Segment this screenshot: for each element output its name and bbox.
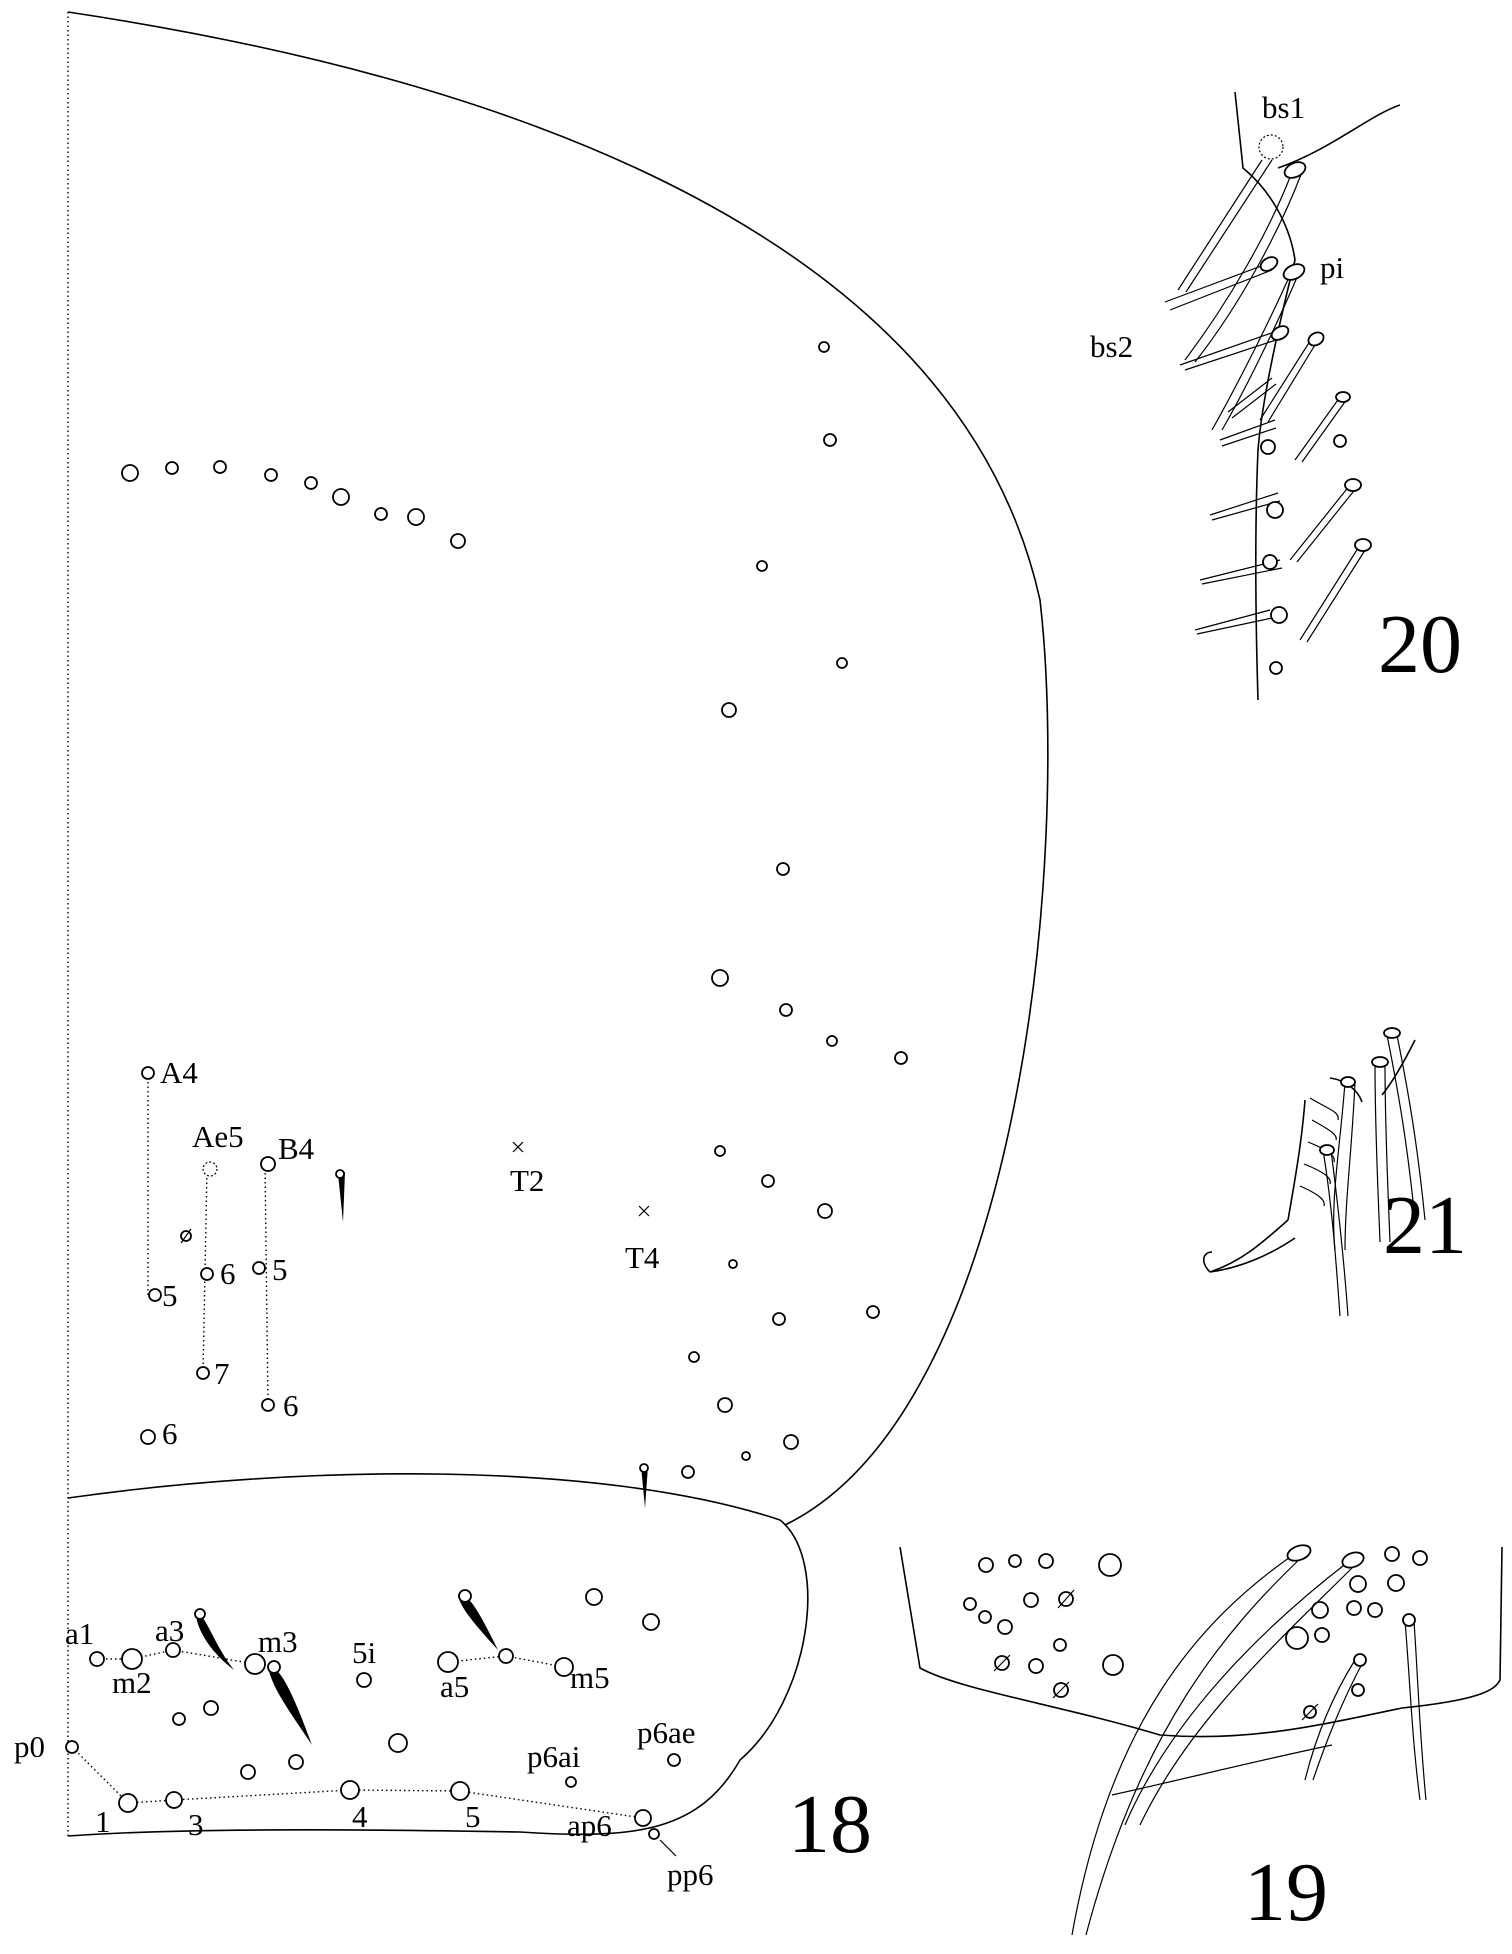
- trichobothrium-T4: [638, 1205, 650, 1217]
- macrochaeta-p: [268, 1666, 312, 1745]
- chaeta-macro-base: [498, 1648, 514, 1664]
- fig20-labels: bs1 bs2 pi: [1090, 90, 1345, 364]
- label-a1: a1: [65, 1616, 94, 1651]
- label-pi: pi: [1320, 250, 1345, 285]
- fig18-thorax-labels: a1 a3 m2 m3 5i a5 m5 p0 1 3 4 5 p6ai p6a…: [14, 1613, 714, 1892]
- chaeta-A5: [148, 1288, 162, 1302]
- fig20-spines: [1164, 134, 1372, 675]
- label-p4: 4: [352, 1799, 368, 1834]
- fig18-thorax-contour: [67, 1473, 809, 1837]
- label-5i: 5i: [352, 1635, 377, 1670]
- chaeta-B6: [261, 1398, 275, 1412]
- label-B4: B4: [278, 1131, 315, 1166]
- chaeta-p6ae: [667, 1753, 681, 1767]
- macrochaeta-m3: [196, 1612, 234, 1670]
- chaeta-pp6: [648, 1828, 660, 1840]
- chaeta-p3: [165, 1791, 183, 1809]
- chaeta-m2: [121, 1648, 143, 1670]
- chaeta-p4: [340, 1780, 360, 1800]
- label-p0: p0: [14, 1729, 45, 1764]
- macrochaeta-neck: [641, 1466, 648, 1508]
- label-A6: 6: [162, 1416, 178, 1451]
- fig19-sockets: [963, 1546, 1428, 1721]
- label-B5: 5: [272, 1252, 288, 1287]
- chaeta-ap6: [634, 1809, 652, 1827]
- chaeta-A4: [141, 1066, 155, 1080]
- label-bs1: bs1: [1262, 90, 1305, 125]
- chaeta-B4: [260, 1156, 276, 1172]
- fig21-claw-appendage: [1203, 1027, 1426, 1317]
- label-p1: 1: [95, 1804, 111, 1839]
- label-T2: T2: [510, 1163, 544, 1198]
- label-pp6: pp6: [667, 1857, 714, 1892]
- chaeta-Ae5: [202, 1161, 218, 1177]
- label-a3: a3: [155, 1613, 184, 1648]
- figure-number-20: 20: [1378, 598, 1462, 691]
- label-p6ai: p6ai: [527, 1739, 581, 1774]
- label-m3: m3: [258, 1624, 298, 1659]
- chaeta-m5: [554, 1657, 574, 1677]
- chaeta-p1: [118, 1793, 138, 1813]
- fig18-socket-row-lateral: [681, 341, 908, 1479]
- chaeta-a1: [89, 1651, 105, 1667]
- label-p6ae: p6ae: [637, 1715, 696, 1750]
- label-Ae6: 6: [220, 1256, 236, 1291]
- chaeta-p0: [65, 1740, 79, 1754]
- label-A5: 5: [162, 1278, 178, 1313]
- label-p3: 3: [188, 1807, 204, 1842]
- label-m5: m5: [570, 1660, 610, 1695]
- fig18-head-chaetae-A-Ae-B: [140, 1066, 650, 1508]
- label-A4: A4: [160, 1055, 198, 1090]
- fig18-head-labels: A4 Ae5 B4 5 6 6 7 5 6 T2 T4: [160, 1055, 660, 1451]
- chaeta-Ae6: [200, 1267, 214, 1281]
- fig19-outline: [899, 1546, 1503, 1796]
- label-Ae5: Ae5: [192, 1119, 244, 1154]
- chaeta-5i: [356, 1672, 372, 1688]
- label-T4: T4: [625, 1240, 660, 1275]
- macrochaeta-small: [338, 1172, 345, 1222]
- chaeta-p6ai: [565, 1776, 577, 1788]
- fig20-segment: [1234, 91, 1401, 701]
- chaeta-Ae7: [196, 1366, 210, 1380]
- figure-number-19: 19: [1244, 1846, 1328, 1939]
- macrochaeta-m5: [458, 1594, 498, 1650]
- label-m2: m2: [112, 1665, 152, 1700]
- label-bs2: bs2: [1090, 329, 1133, 364]
- label-p5: 5: [465, 1799, 481, 1834]
- label-B6: 6: [283, 1388, 299, 1423]
- chaeta-a3: [165, 1642, 181, 1658]
- chaeta-m3: [244, 1653, 266, 1675]
- label-ap6: ap6: [567, 1808, 612, 1843]
- trichobothrium-T2: [512, 1141, 524, 1153]
- label-Ae7: 7: [214, 1356, 230, 1391]
- figure-number-21: 21: [1383, 1179, 1467, 1272]
- fig18-thorax-chaetae: [65, 1588, 681, 1857]
- label-a5: a5: [440, 1669, 469, 1704]
- figure-number-18: 18: [788, 1778, 872, 1871]
- chaeta-p5: [450, 1781, 470, 1801]
- chaeta-A6: [140, 1429, 156, 1445]
- fig18-head-contour: [67, 11, 1049, 1526]
- chaeta-a5: [437, 1651, 459, 1673]
- chaeta-B5: [252, 1261, 266, 1275]
- fig18-socket-row-anterior: [121, 460, 466, 549]
- fig18-head-outline: [67, 11, 1049, 1837]
- fig19-macrochaetae: [1071, 1544, 1427, 1936]
